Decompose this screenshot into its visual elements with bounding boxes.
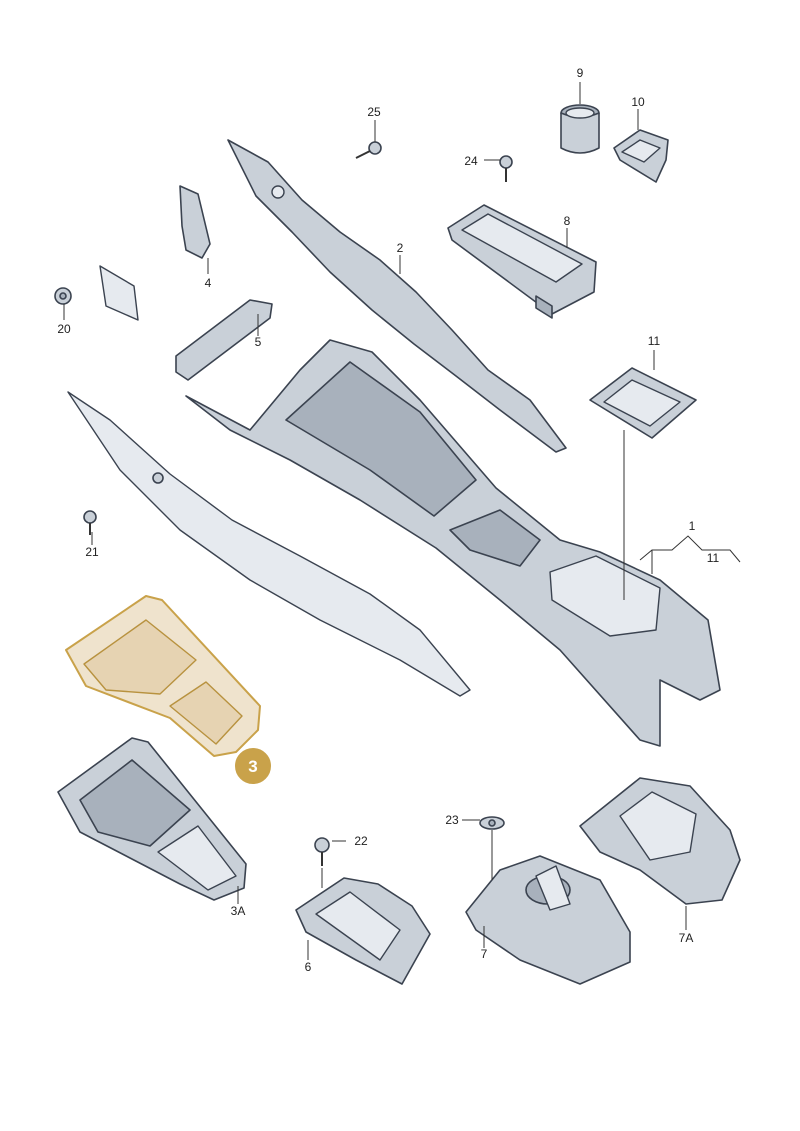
part-4-bracket[interactable] bbox=[179, 185, 211, 259]
part-left-side-trim[interactable] bbox=[67, 391, 471, 697]
label-7: 7 bbox=[481, 947, 488, 961]
label-1: 1 bbox=[689, 519, 696, 533]
part-21-screw[interactable] bbox=[83, 510, 97, 535]
label-21: 21 bbox=[85, 545, 99, 559]
label-3a: 3A bbox=[231, 904, 246, 918]
part-10-cover[interactable] bbox=[613, 129, 669, 183]
label-7a: 7A bbox=[679, 931, 694, 945]
part-3-storage-tray[interactable] bbox=[65, 595, 261, 757]
part-6-frame[interactable] bbox=[295, 877, 431, 985]
label-9: 9 bbox=[577, 66, 584, 80]
label-24: 24 bbox=[464, 154, 478, 168]
label-5: 5 bbox=[255, 335, 262, 349]
label-8: 8 bbox=[564, 214, 571, 228]
label-11: 11 bbox=[648, 334, 661, 348]
label-25: 25 bbox=[367, 105, 381, 119]
label-6: 6 bbox=[305, 960, 312, 974]
label-20: 20 bbox=[57, 322, 71, 336]
leader-lines bbox=[63, 82, 741, 960]
part-8-tray[interactable] bbox=[447, 204, 597, 319]
part-3a-storage-tray[interactable] bbox=[57, 737, 247, 901]
part-20-clip[interactable] bbox=[54, 287, 72, 305]
label-4: 4 bbox=[205, 276, 212, 290]
part-7-shifter-housing[interactable] bbox=[465, 855, 631, 985]
part-23-clip[interactable] bbox=[479, 816, 505, 830]
label-23: 23 bbox=[445, 813, 459, 827]
label-11-secondary: 11 bbox=[707, 551, 720, 565]
part-9-cup-insert[interactable] bbox=[560, 104, 600, 154]
part-bracket-small[interactable] bbox=[99, 265, 139, 321]
label-10: 10 bbox=[631, 95, 645, 109]
part-3-badge: 3 bbox=[233, 746, 273, 786]
part-7a-housing[interactable] bbox=[579, 777, 741, 905]
part-22-screw[interactable] bbox=[314, 837, 330, 866]
label-2: 2 bbox=[397, 241, 404, 255]
badge-3-label: 3 bbox=[248, 757, 257, 776]
label-22: 22 bbox=[354, 834, 368, 848]
part-11-mat[interactable] bbox=[589, 367, 697, 439]
part-5-holder[interactable] bbox=[175, 299, 273, 381]
part-2-side-trim[interactable] bbox=[227, 139, 567, 453]
part-24-screw[interactable] bbox=[499, 155, 513, 182]
part-1-center-console[interactable] bbox=[185, 339, 721, 747]
part-25-screw[interactable] bbox=[355, 141, 382, 159]
